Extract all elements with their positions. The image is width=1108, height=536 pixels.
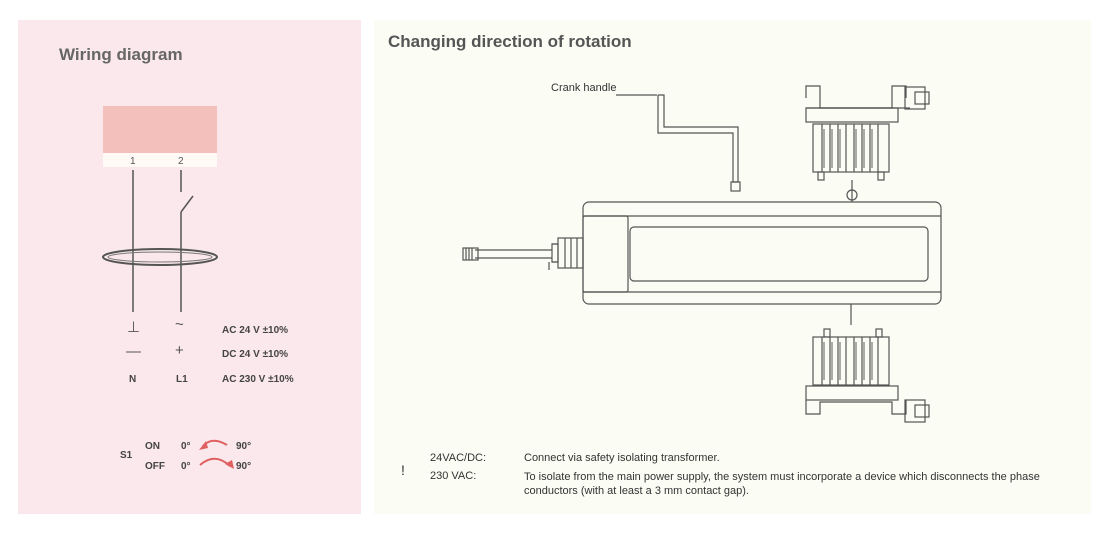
rotation-title: Changing direction of rotation (388, 32, 632, 51)
ac-symbol: ~ (175, 316, 184, 333)
ac230-label: AC 230 V ±10% (222, 374, 294, 385)
bottom-clamp (805, 304, 930, 423)
switch-contact (180, 195, 194, 213)
ground-symbol: ⊥ (127, 319, 141, 336)
ac24-label: AC 24 V ±10% (222, 325, 289, 336)
switch-off-label: OFF (145, 461, 165, 472)
wiring-panel (18, 20, 361, 514)
neutral-label: N (129, 374, 137, 385)
minus-symbol: — (126, 343, 141, 360)
wiring-diagram-title: Wiring diagram (59, 45, 183, 64)
terminal-1-label: 1 (130, 156, 136, 167)
dc24-label: DC 24 V ±10% (222, 349, 289, 360)
terminal-strip (103, 153, 217, 167)
note-24vac-key: 24VAC/DC: (430, 452, 487, 464)
note-24vac-text: Connect via safety isolating transformer… (524, 452, 720, 464)
switch-on-label: ON (145, 441, 160, 452)
crank-handle (657, 94, 739, 183)
crank-handle-label: Crank handle (551, 82, 617, 94)
switch-on-from: 0° (181, 441, 191, 452)
actuator-window (629, 226, 929, 282)
l1-label: L1 (176, 374, 188, 385)
switch-off-from: 0° (181, 461, 191, 472)
warning-icon: ! (401, 462, 405, 478)
switch-on-to: 90° (236, 441, 252, 452)
switch-off-to: 90° (236, 461, 252, 472)
plus-symbol: + (175, 342, 184, 359)
cable-ring (102, 248, 218, 266)
rotation-panel (374, 20, 1091, 514)
switch-name: S1 (120, 450, 133, 461)
note-230vac-text: To isolate from the main power supply, t… (524, 471, 1040, 497)
actuator-body (582, 201, 942, 305)
top-clamp (805, 85, 930, 202)
terminal-2-label: 2 (178, 156, 184, 167)
note-230vac-key: 230 VAC: (430, 470, 477, 482)
terminal-block (103, 106, 217, 153)
